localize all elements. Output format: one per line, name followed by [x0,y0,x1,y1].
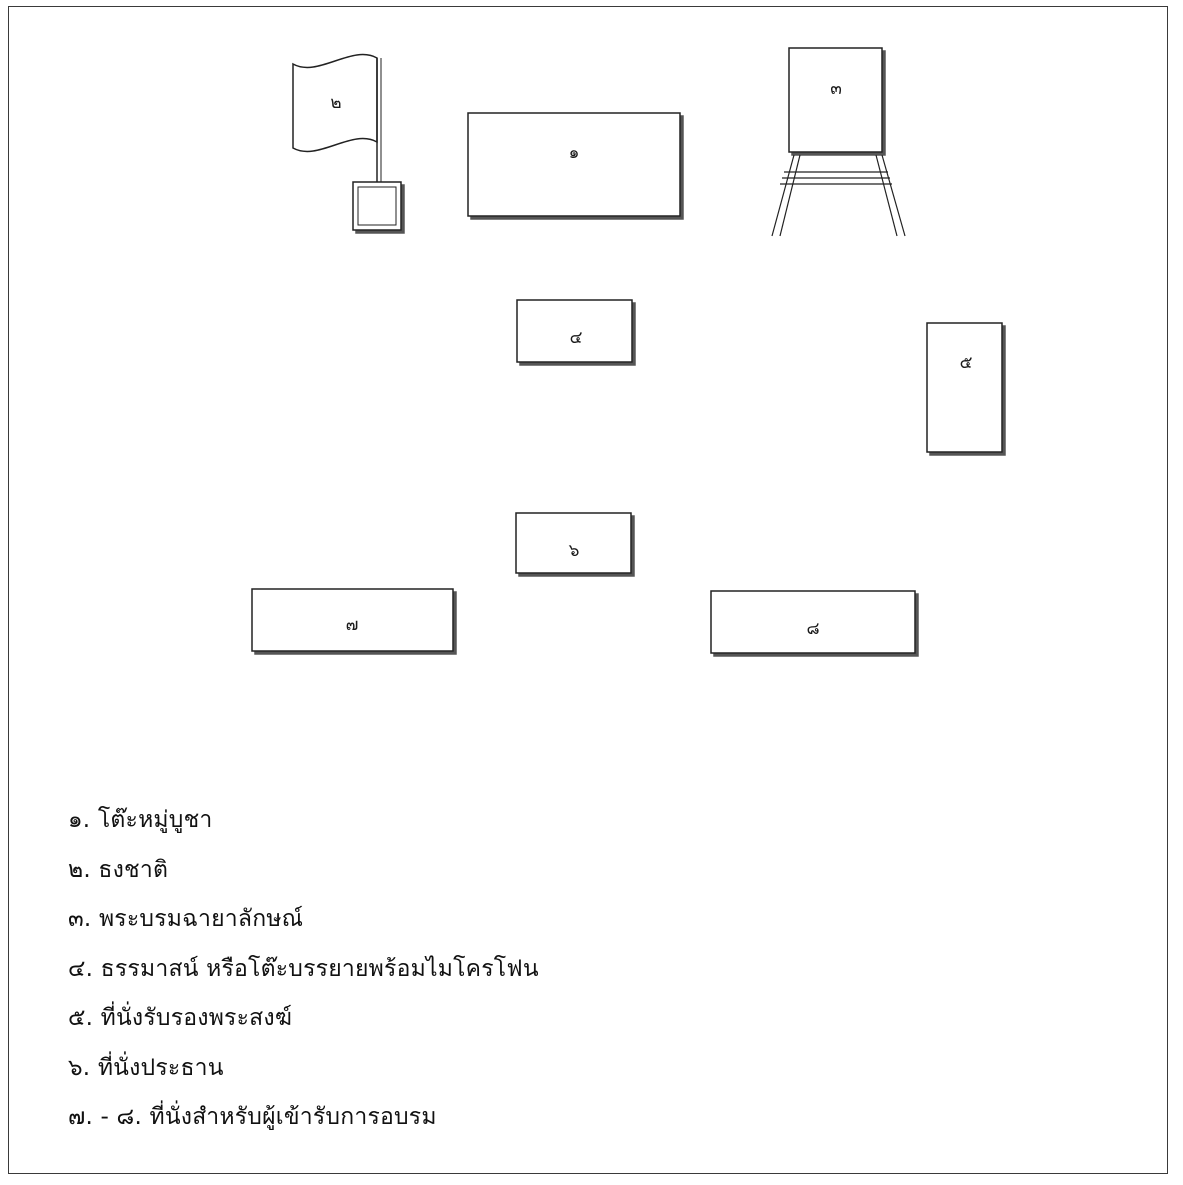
lectern-label: ๔ [570,328,583,348]
royal-portrait-easel: ๓ [771,47,906,237]
national-flag-label: ๒ [330,93,341,113]
chairman-seat-label: ๖ [569,541,580,561]
chairman-seat: ๖ [515,512,632,574]
legend-item-lectern: ๔. ธรรมาสน์ หรือโต๊ะบรรยายพร้อมไมโครโฟน [68,955,539,982]
monks-seating: ๕ [926,322,1003,453]
monks-seating-label: ๕ [960,353,973,373]
legend-item-national-flag: ๒. ธงชาติ [68,856,169,883]
trainee-seating-left-label: ๗ [346,615,359,635]
altar-table: ๑ [467,112,681,217]
legend-list: ๑. โต๊ะหมู่บูชา ๒. ธงชาติ ๓. พระบรมฉายาล… [68,806,539,1153]
altar-table-label: ๑ [569,143,580,163]
legend-item-royal-portrait: ๓. พระบรมฉายาลักษณ์ [68,906,304,932]
legend-item-trainee-seating: ๗. - ๘. ที่นั่งสำหรับผู้เข้ารับการอบรม [68,1104,437,1130]
legend-item-altar-table: ๑. โต๊ะหมู่บูชา [68,807,213,833]
royal-portrait-label: ๓ [830,79,842,99]
national-flag: ๒ [292,53,402,231]
legend-item-chairman-seat: ๖. ที่นั่งประธาน [68,1054,224,1081]
trainee-seating-right: ๘ [710,590,916,654]
legend-item-monks-seating: ๕. ที่นั่งรับรองพระสงฆ์ [68,1005,293,1031]
diagram-frame [8,6,1168,1174]
lectern-table: ๔ [516,299,633,363]
trainee-seating-right-label: ๘ [806,619,819,639]
trainee-seating-left: ๗ [251,588,454,652]
